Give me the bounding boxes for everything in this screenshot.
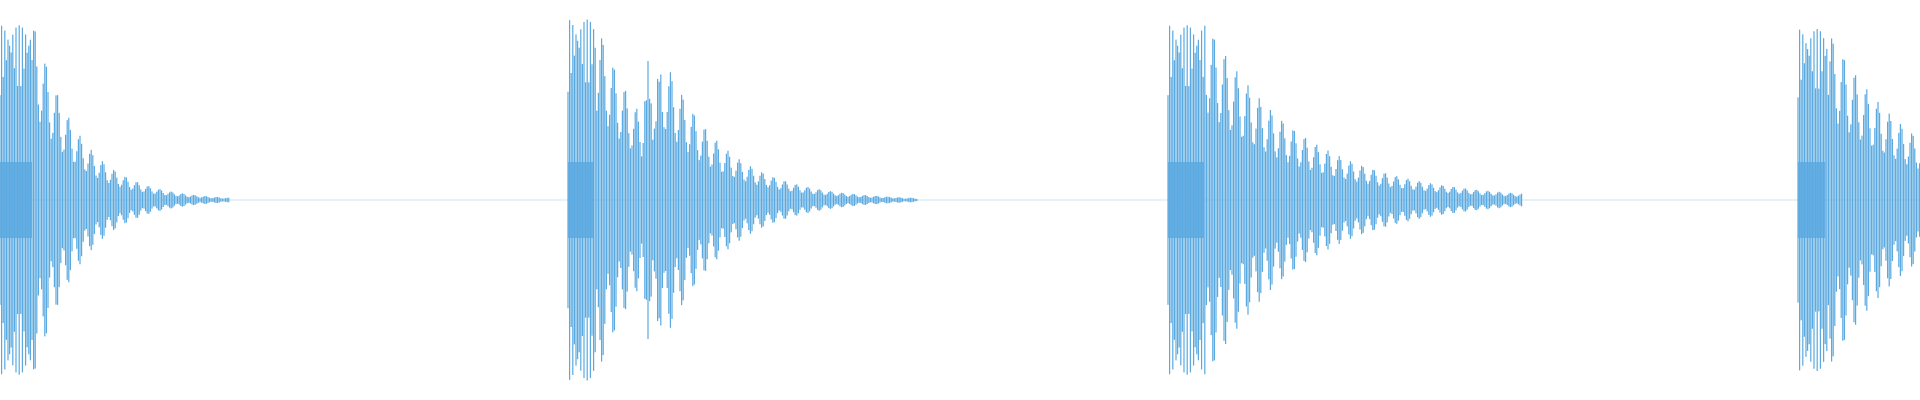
waveform-hit-3-core	[1168, 162, 1204, 238]
waveform-hit-4	[1797, 29, 1920, 371]
waveform-hit-3	[1167, 25, 1523, 375]
waveform-hit-1	[0, 25, 230, 375]
waveform-hit-4-core	[1798, 162, 1825, 238]
waveform-hit-2	[567, 19, 918, 381]
waveform-hits	[0, 19, 1920, 381]
waveform-hit-1-core	[0, 162, 32, 238]
waveform-hit-2-core	[568, 162, 594, 238]
waveform-hit-2-trace	[567, 19, 918, 381]
